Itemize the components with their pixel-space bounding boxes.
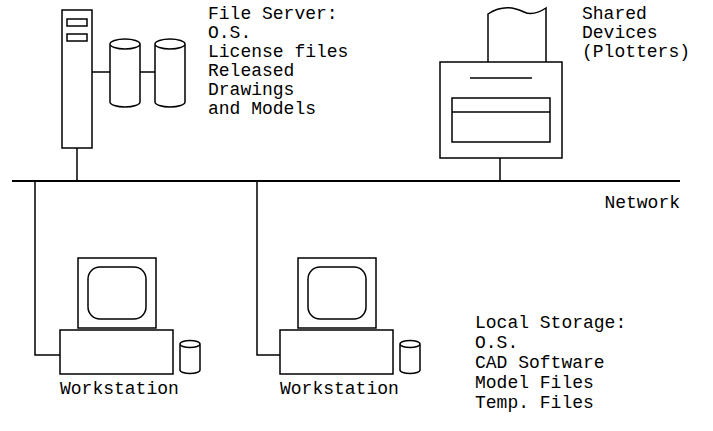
network-cable (35, 182, 60, 355)
node-label: Workstation (60, 380, 179, 399)
text-group: Workstation (60, 380, 179, 399)
node-label: Workstation (280, 380, 399, 399)
text-group: Network (604, 194, 680, 213)
network-bus: Network (12, 180, 680, 182)
server-tower (62, 10, 92, 148)
text-group: Workstation (280, 380, 399, 399)
workstation-icon (280, 258, 420, 374)
storage-note-line: CAD Software (475, 353, 605, 373)
node-label: License files (208, 43, 348, 62)
workstation: Workstation (60, 255, 210, 405)
server-disks (92, 39, 185, 107)
workstation: Workstation (280, 255, 430, 405)
storage-note-line: Temp. Files (475, 393, 594, 413)
node-label: File Server: (208, 5, 348, 24)
node-label: Released Drawings and Models (208, 62, 327, 119)
text-group: File Server:O.S.License filesReleased Dr… (208, 5, 348, 119)
storage-note-line: Local Storage: (475, 313, 626, 333)
workstation-icon (60, 258, 200, 374)
node-label: Shared Devices (Plotters) (582, 5, 701, 62)
network-cable (499, 158, 501, 180)
shared-devices: Shared Devices (Plotters) (435, 3, 705, 158)
network-cable (257, 182, 280, 355)
file-server: File Server:O.S.License filesReleased Dr… (55, 3, 365, 148)
text-group: Shared Devices (Plotters) (582, 5, 701, 62)
plotter-icon (440, 8, 562, 158)
storage-note-line: Model Files (475, 373, 594, 393)
node-label: O.S. (208, 24, 348, 43)
storage-note-line: O.S. (475, 333, 518, 353)
node-label: Network (604, 194, 680, 213)
network-cable (76, 148, 78, 180)
